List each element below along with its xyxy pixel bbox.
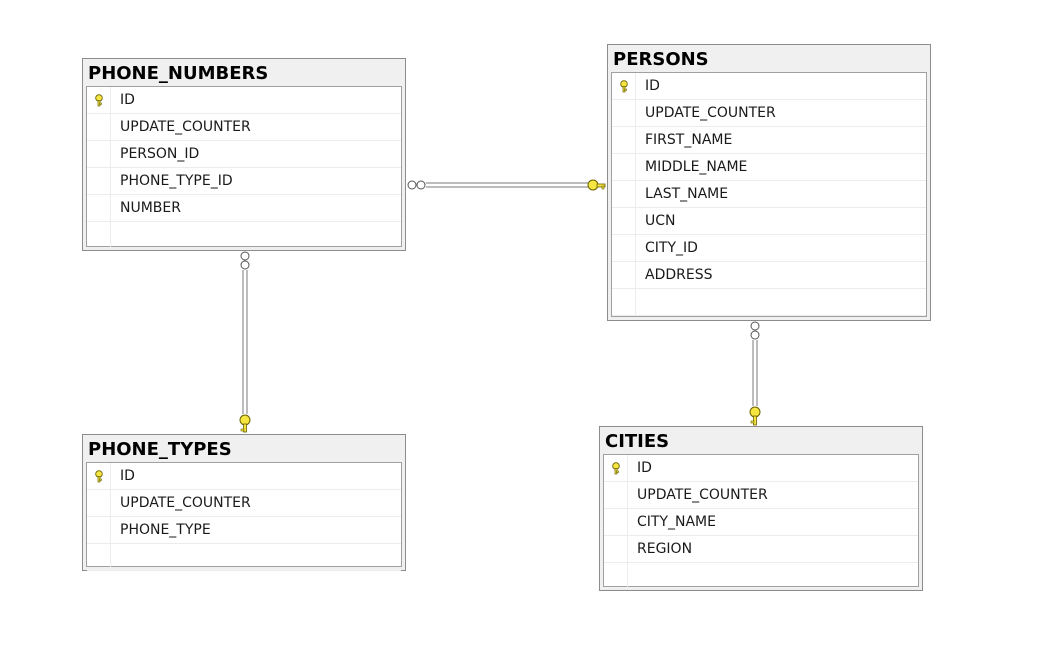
- table-title: CITIES: [605, 431, 670, 452]
- column-name: UPDATE_COUNTER: [637, 487, 768, 503]
- row-selector[interactable]: [612, 100, 636, 126]
- column-name: MIDDLE_NAME: [645, 159, 748, 175]
- column-name: UPDATE_COUNTER: [120, 119, 251, 135]
- key-end-icon: [239, 414, 251, 433]
- row-selector[interactable]: [612, 154, 636, 180]
- column-name: UPDATE_COUNTER: [645, 105, 776, 121]
- table-phone-types[interactable]: PHONE_TYPES ID UPDATE_COUNTER PHONE_TYPE: [82, 434, 406, 571]
- row-selector[interactable]: [87, 544, 111, 570]
- column-grid: ID UPDATE_COUNTER PHONE_TYPE: [86, 462, 402, 571]
- row-selector[interactable]: [612, 289, 636, 315]
- table-title: PHONE_NUMBERS: [88, 63, 269, 84]
- column-row[interactable]: UPDATE_COUNTER: [87, 114, 401, 141]
- column-name: UPDATE_COUNTER: [120, 495, 251, 511]
- primary-key-icon: [611, 461, 621, 475]
- column-grid: ID UPDATE_COUNTER PERSON_ID PHONE_TYPE_ID NU…: [86, 86, 402, 249]
- row-selector[interactable]: [87, 517, 111, 543]
- column-row[interactable]: ID: [604, 455, 918, 482]
- column-row[interactable]: LAST_NAME: [612, 181, 926, 208]
- column-row[interactable]: CITY_ID: [612, 235, 926, 262]
- table-phone-numbers[interactable]: PHONE_NUMBERS ID UPDATE_COUNTER PERSON_ID P…: [82, 58, 406, 251]
- column-row[interactable]: PHONE_TYPE_ID: [87, 168, 401, 195]
- column-row[interactable]: UPDATE_COUNTER: [612, 100, 926, 127]
- column-name: PHONE_TYPE: [120, 522, 211, 538]
- column-row[interactable]: NUMBER: [87, 195, 401, 222]
- column-name: CITY_ID: [645, 240, 698, 256]
- column-row[interactable]: UCN: [612, 208, 926, 235]
- primary-key-icon: [94, 469, 104, 483]
- primary-key-icon: [94, 93, 104, 107]
- row-selector[interactable]: [87, 114, 111, 140]
- row-selector[interactable]: [87, 168, 111, 194]
- row-selector[interactable]: [612, 208, 636, 234]
- column-name: CITY_NAME: [637, 514, 716, 530]
- table-title: PHONE_TYPES: [88, 439, 232, 460]
- key-end-icon: [587, 179, 606, 191]
- primary-key-icon: [619, 79, 629, 93]
- table-persons[interactable]: PERSONS ID UPDATE_COUNTER FIRST_NAME MIDDLE…: [607, 44, 931, 321]
- column-grid: ID UPDATE_COUNTER CITY_NAME REGION: [603, 454, 919, 590]
- column-row[interactable]: CITY_NAME: [604, 509, 918, 536]
- column-name: ID: [120, 468, 135, 484]
- empty-row[interactable]: [612, 289, 926, 316]
- column-name: ID: [120, 92, 135, 108]
- column-name: PERSON_ID: [120, 146, 200, 162]
- column-name: NUMBER: [120, 200, 181, 216]
- row-selector[interactable]: [604, 455, 628, 481]
- empty-row[interactable]: [87, 222, 401, 249]
- row-selector[interactable]: [87, 195, 111, 221]
- row-selector[interactable]: [612, 73, 636, 99]
- column-name: ID: [645, 78, 660, 94]
- row-selector[interactable]: [87, 141, 111, 167]
- column-name: REGION: [637, 541, 693, 557]
- column-grid: ID UPDATE_COUNTER FIRST_NAME MIDDLE_NAME LAS…: [611, 72, 927, 317]
- row-selector[interactable]: [87, 463, 111, 489]
- column-row[interactable]: MIDDLE_NAME: [612, 154, 926, 181]
- table-title: PERSONS: [613, 49, 709, 70]
- column-row[interactable]: UPDATE_COUNTER: [87, 490, 401, 517]
- row-selector[interactable]: [612, 127, 636, 153]
- row-selector[interactable]: [612, 181, 636, 207]
- row-selector[interactable]: [612, 235, 636, 261]
- column-row[interactable]: PERSON_ID: [87, 141, 401, 168]
- row-selector[interactable]: [87, 222, 111, 248]
- column-name: PHONE_TYPE_ID: [120, 173, 233, 189]
- relationship-persons-cities[interactable]: [749, 321, 761, 426]
- column-row[interactable]: FIRST_NAME: [612, 127, 926, 154]
- row-selector[interactable]: [612, 262, 636, 288]
- column-row[interactable]: ADDRESS: [612, 262, 926, 289]
- row-selector[interactable]: [604, 482, 628, 508]
- column-name: FIRST_NAME: [645, 132, 733, 148]
- column-name: LAST_NAME: [645, 186, 729, 202]
- many-end-icon: [240, 251, 250, 270]
- column-row[interactable]: PHONE_TYPE: [87, 517, 401, 544]
- column-row[interactable]: REGION: [604, 536, 918, 563]
- column-row[interactable]: ID: [87, 463, 401, 490]
- many-end-icon: [750, 321, 760, 340]
- many-end-icon: [407, 180, 426, 190]
- column-row[interactable]: UPDATE_COUNTER: [604, 482, 918, 509]
- column-name: ID: [637, 460, 652, 476]
- row-selector[interactable]: [87, 87, 111, 113]
- row-selector[interactable]: [604, 563, 628, 589]
- column-row[interactable]: ID: [87, 87, 401, 114]
- table-cities[interactable]: CITIES ID UPDATE_COUNTER CITY_NAME REGION: [599, 426, 923, 591]
- empty-row[interactable]: [604, 563, 918, 590]
- column-name: ADDRESS: [645, 267, 713, 283]
- relationship-phone-numbers-persons[interactable]: [407, 179, 606, 191]
- empty-row[interactable]: [87, 544, 401, 571]
- row-selector[interactable]: [604, 536, 628, 562]
- relationship-phone-numbers-phone-types[interactable]: [239, 251, 251, 433]
- row-selector[interactable]: [87, 490, 111, 516]
- row-selector[interactable]: [604, 509, 628, 535]
- key-end-icon: [749, 406, 761, 426]
- column-row[interactable]: ID: [612, 73, 926, 100]
- column-name: UCN: [645, 213, 676, 229]
